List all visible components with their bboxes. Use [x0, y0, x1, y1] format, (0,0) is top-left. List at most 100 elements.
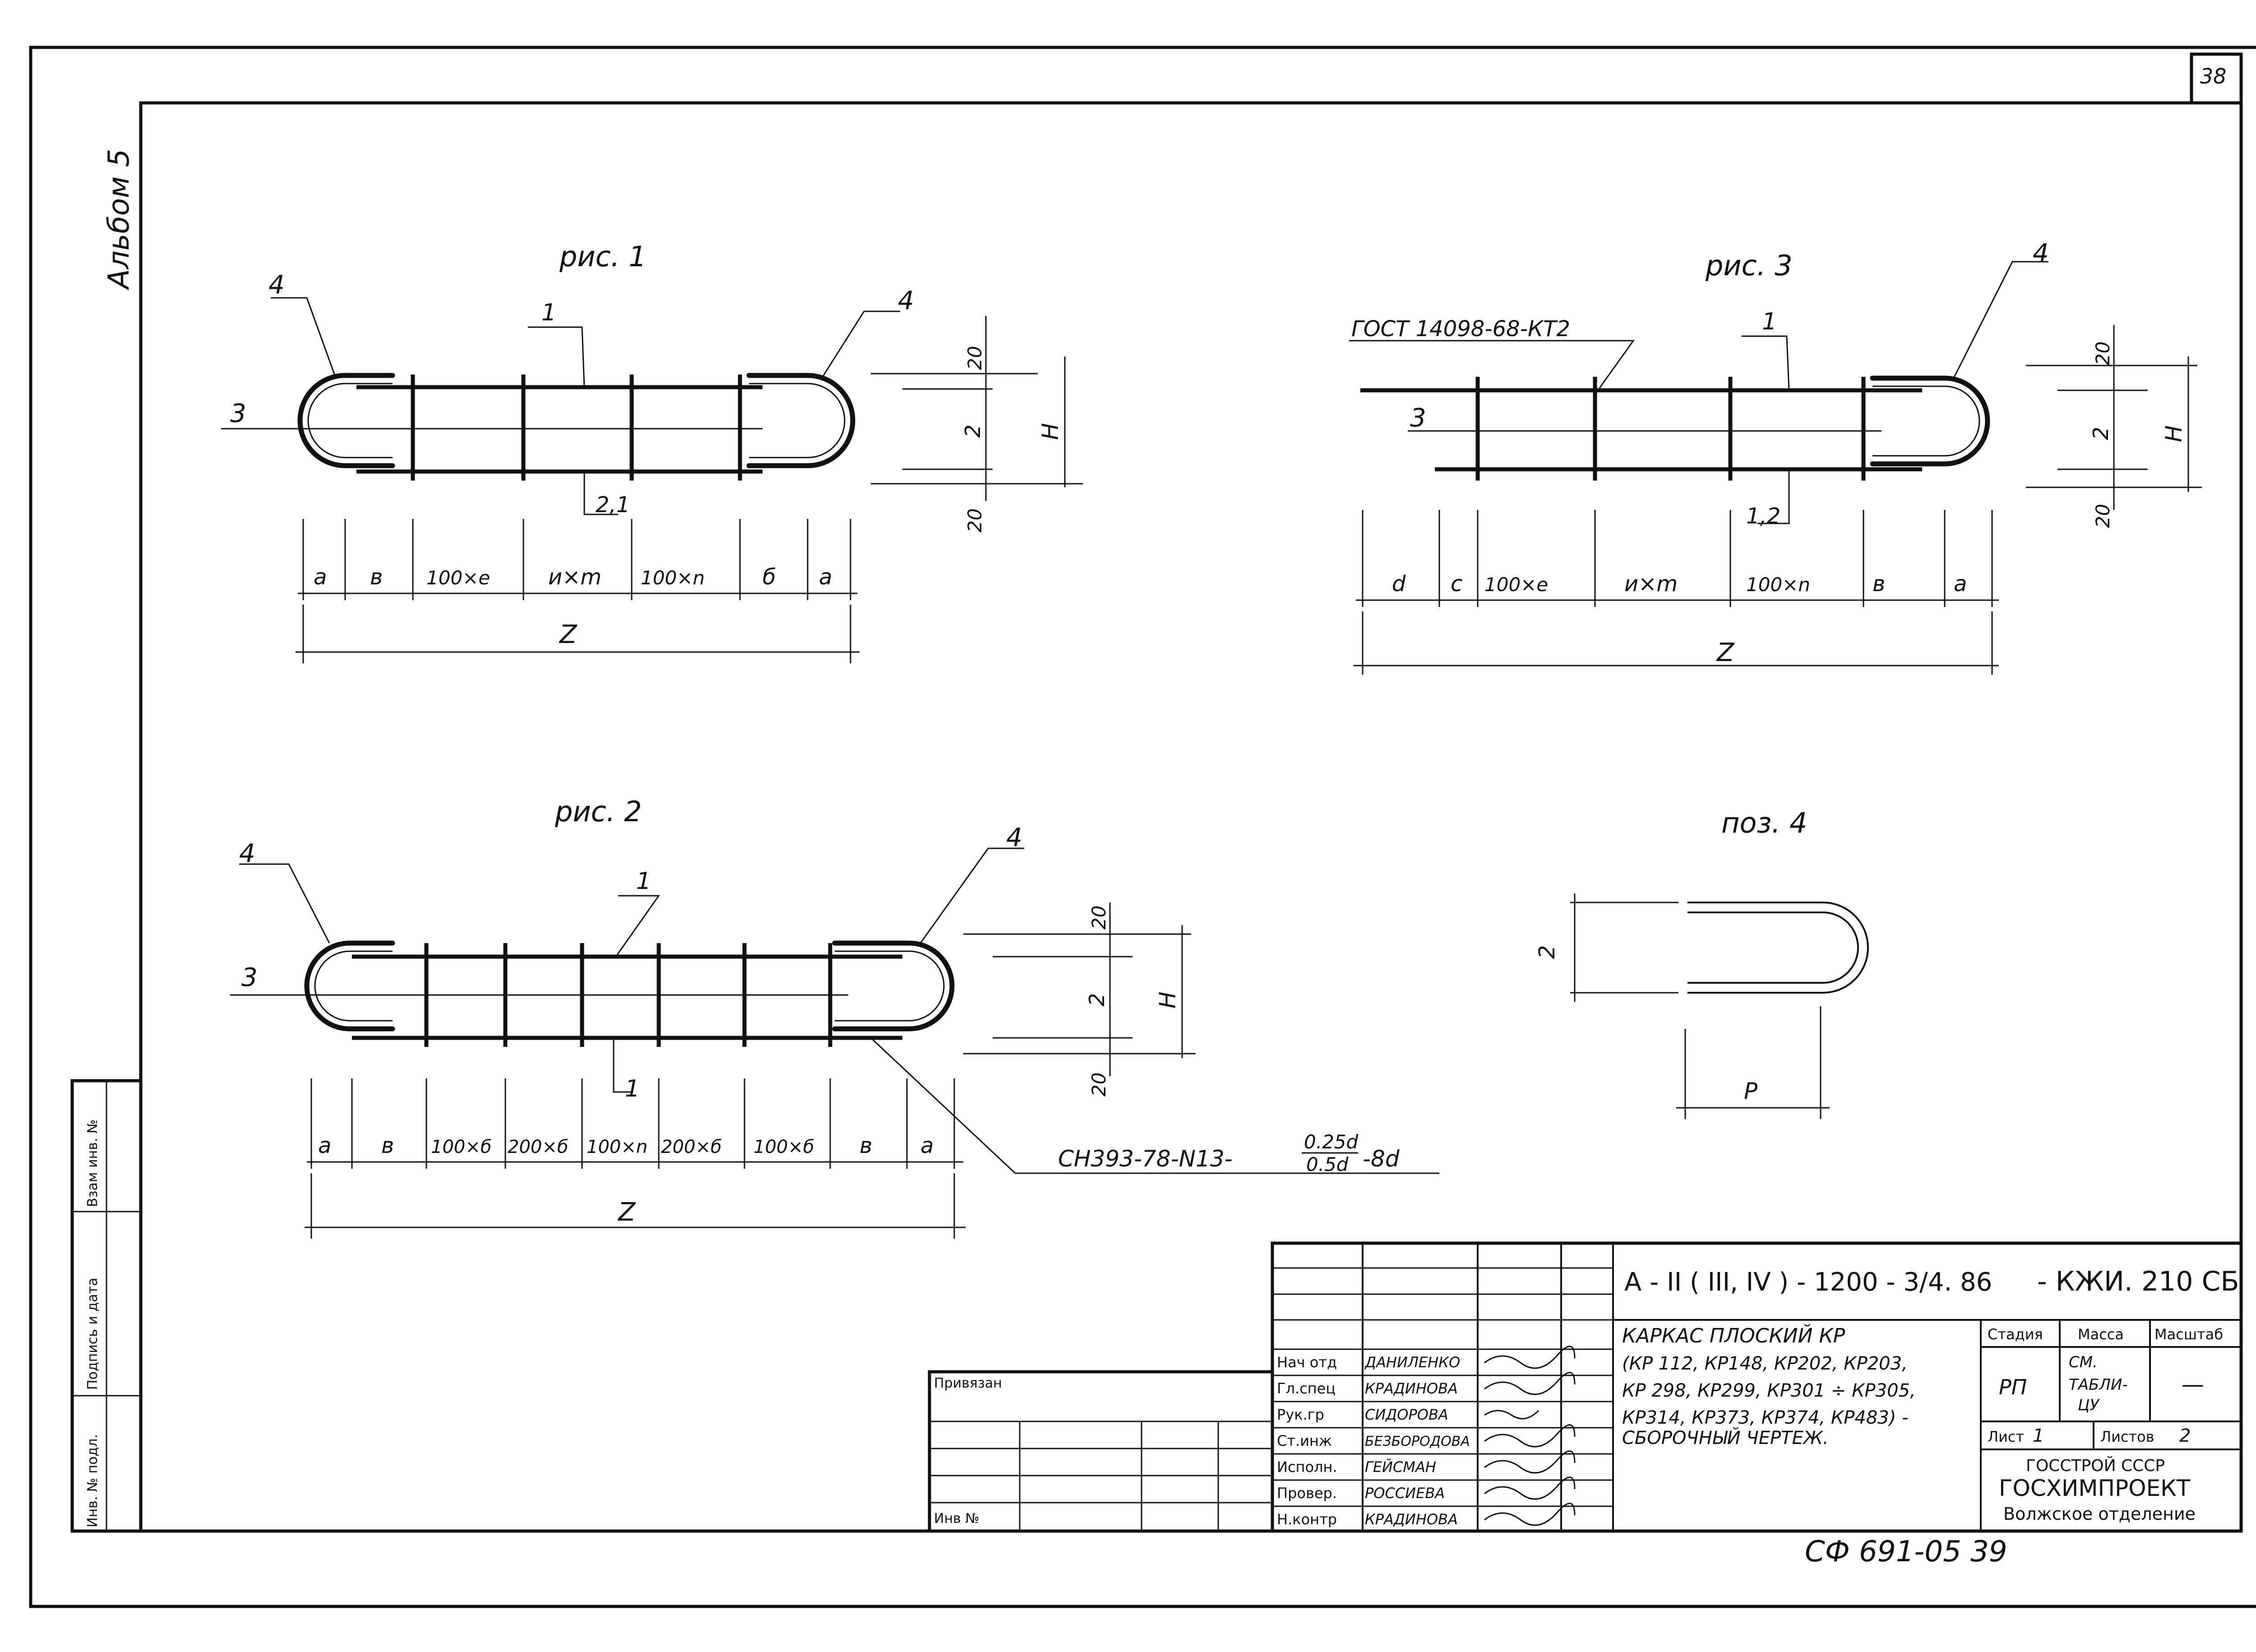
org-line-2: ГОСХИМПРОЕКТ — [1999, 1475, 2191, 1501]
mass-line-1: ТАБЛИ- — [2069, 1376, 2128, 1394]
fig1-dim-5: б — [763, 565, 776, 590]
fig3-callout-12: 1,2 — [1746, 504, 1780, 529]
fig1-h-20b: 20 — [964, 509, 986, 532]
fig3-dim-1: c — [1451, 571, 1462, 597]
name-3: БЕЗБОРОДОВА — [1365, 1434, 1470, 1449]
fig3-total: Z — [1716, 638, 1735, 667]
pos4-dim-h: 2 — [1535, 945, 1560, 959]
fig1-callout-1: 1 — [541, 299, 556, 326]
fig3-dim-3: и×m — [1624, 571, 1678, 597]
sheets-label: Листов — [2100, 1428, 2154, 1445]
fig1-callout-3: 3 — [230, 399, 246, 428]
title-line-0: КАРКАС ПЛОСКИЙ КР — [1622, 1323, 1845, 1347]
fig2-h-2: 2 — [1085, 993, 1109, 1006]
role-2: Рук.гр — [1277, 1406, 1324, 1423]
role-4: Исполн. — [1277, 1458, 1337, 1476]
fig3: рис. 3 ГОСТ 14098-68-КТ2 4 1 3 1,2 d c 1… — [1349, 239, 2202, 675]
fig2-right-hook-inner — [835, 950, 945, 1022]
sheet-number-box — [2190, 52, 2243, 105]
fig2-note-frac-top: 0.25d — [1304, 1131, 1359, 1153]
bottom-stamp: СФ 691-05 39 — [1805, 1535, 2007, 1569]
org-line-3: Волжское отделение — [2003, 1504, 2196, 1524]
fig1-h-H: H — [1037, 423, 1063, 440]
fig2-callout-1a: 1 — [636, 868, 651, 895]
fig3-dim-6: a — [1954, 571, 1967, 597]
fig3-dim-4: 100×n — [1746, 574, 1810, 596]
fig2-note: СН393-78-N13- 0.25d 0.5d -8d — [1058, 1131, 1400, 1175]
fig2-callout-4a: 4 — [239, 839, 255, 868]
title-block: Привязан Инв № Нач отд Гл.спец Рук.гр Ст… — [928, 1241, 2243, 1533]
sheets-value: 2 — [2179, 1425, 2191, 1446]
fig1-left-hook — [297, 373, 395, 468]
fig2-right-hook — [832, 940, 955, 1032]
mass-line-2: ЦУ — [2078, 1396, 2100, 1414]
fig1-callout-21: 2,1 — [596, 492, 630, 518]
pos4-title: поз. 4 — [1721, 806, 1807, 839]
fig1-dim-2: 100×е — [426, 567, 490, 589]
fig1-callout-4a: 4 — [268, 270, 285, 300]
fig3-callout-1: 1 — [1762, 308, 1777, 335]
fig3-dim-5: в — [1872, 571, 1885, 597]
name-6: КРАДИНОВА — [1365, 1511, 1458, 1528]
fig2-note-suffix: -8d — [1363, 1146, 1400, 1172]
name-2: СИДОРОВА — [1365, 1406, 1448, 1423]
fig1-dim-3: и×m — [548, 565, 601, 590]
left-strip: Взам инв. № Подпись и дата Инв. № подл. — [70, 1079, 143, 1533]
name-5: РОССИЕВА — [1365, 1485, 1445, 1502]
fig1-right-hook-inner — [749, 383, 846, 458]
pos4: поз. 4 2 P — [1535, 806, 1869, 1119]
doc-code: А - II ( III, IV ) - 1200 - 3/4. 86 — [1624, 1268, 1992, 1297]
fig2-h-20a: 20 — [1088, 906, 1110, 930]
fig2-dim-1: в — [381, 1133, 394, 1158]
fig1-dim-4: 100×n — [641, 567, 705, 589]
fig1-dim-6: a — [819, 565, 832, 590]
pos4-dim-w: P — [1744, 1078, 1758, 1104]
mass-header: Масса — [2078, 1326, 2124, 1343]
fig1-left-hook-inner — [307, 383, 393, 458]
fig2-dim-3: 200×б — [508, 1137, 569, 1157]
title-line-4: СБОРОЧНЫЙ ЧЕРТЕЖ. — [1622, 1427, 1829, 1448]
role-5: Провер. — [1277, 1485, 1337, 1502]
fig3-right-hook — [1870, 375, 1990, 467]
fig2-dim-5: 200×б — [661, 1137, 722, 1157]
strip-label-2: Инв. № подл. — [85, 1434, 101, 1527]
title-line-3: КР314, КР373, КР374, КР483) - — [1622, 1407, 1909, 1428]
fig1-total: Z — [559, 620, 578, 649]
fig1-callout-4b: 4 — [898, 286, 914, 315]
mass-line-0: СМ. — [2069, 1353, 2098, 1371]
fig2-callout-4b: 4 — [1006, 823, 1022, 852]
fig2-note-prefix: СН393-78-N13- — [1058, 1146, 1233, 1172]
fig2-left-hook-inner — [314, 950, 393, 1022]
fig1-dim-0: a — [314, 565, 327, 590]
fig3-title: рис. 3 — [1705, 249, 1793, 282]
fig2-dim-0: a — [318, 1133, 331, 1158]
scale-header: Масштаб — [2154, 1326, 2223, 1343]
privyazan-label: Привязан — [934, 1375, 1002, 1391]
fig1-h-2: 2 — [961, 425, 985, 438]
fig2-title: рис. 2 — [555, 795, 642, 828]
fig3-dim-0: d — [1392, 571, 1406, 597]
scale-value: — — [2182, 1371, 2204, 1397]
fig1-h-20a: 20 — [964, 346, 986, 370]
name-4: ГЕЙСМАН — [1365, 1458, 1436, 1476]
inner-frame — [139, 101, 2243, 1533]
title-line-1: (КР 112, КР148, КР202, КР203, — [1622, 1353, 1908, 1374]
org-line-1: ГОССТРОЙ СССР — [2026, 1456, 2165, 1475]
title-line-2: КР 298, КР299, КР301 ÷ КР305, — [1622, 1380, 1916, 1401]
sheet-label: Лист — [1988, 1428, 2024, 1445]
outer-frame — [29, 46, 2256, 1608]
fig3-callout-4: 4 — [2033, 239, 2049, 268]
doc-mark: - КЖИ. 210 СБ — [2037, 1266, 2239, 1297]
role-3: Ст.инж — [1277, 1432, 1332, 1449]
fig3-h-H: H — [2161, 425, 2187, 442]
fig2-callout-1b: 1 — [625, 1075, 640, 1102]
role-0: Нач отд — [1277, 1354, 1337, 1371]
signatures — [1484, 1346, 1576, 1526]
role-6: Н.контр — [1277, 1511, 1337, 1528]
fig2-dim-6: 100×б — [754, 1137, 814, 1157]
pos4-hook — [1687, 902, 1869, 994]
fig2-h-H: H — [1155, 991, 1181, 1009]
fig1: рис. 1 4 4 1 3 2,1 a в — [221, 240, 1083, 663]
fig3-dim-2: 100×е — [1484, 574, 1548, 596]
